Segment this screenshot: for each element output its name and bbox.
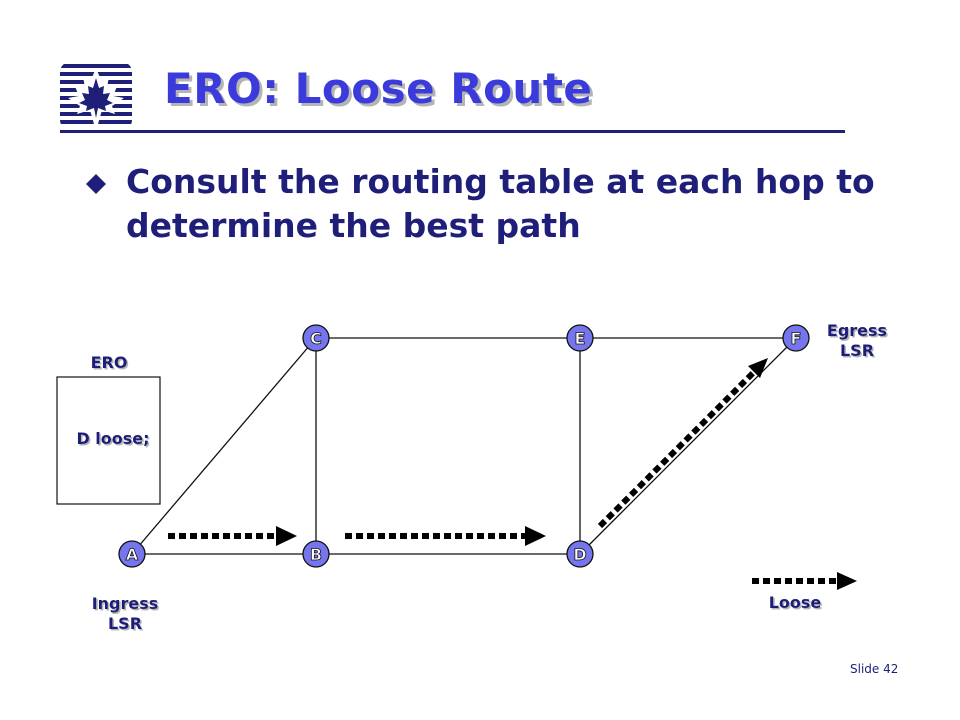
maple-leaf-logo-icon xyxy=(60,62,132,130)
slide-number: Slide 42 xyxy=(850,662,899,676)
ero-label: ERO xyxy=(91,353,128,372)
title-underline xyxy=(60,130,845,133)
node-d: D xyxy=(566,540,594,568)
node-c-label: C xyxy=(310,329,322,348)
loose-arrow-d-f xyxy=(597,369,757,529)
ingress-label-line1: Ingress xyxy=(92,594,159,613)
node-a-label: A xyxy=(126,545,139,564)
bullet-text: Consult the routing table at each hop to… xyxy=(126,162,875,245)
page-title: ERO: Loose Route xyxy=(164,64,593,113)
node-b: B xyxy=(302,540,330,568)
node-d-label: D xyxy=(573,545,586,564)
ero-entry: D loose; xyxy=(76,429,149,448)
ero-box xyxy=(56,376,161,505)
node-f-label: F xyxy=(791,329,802,348)
arrowhead-b-d xyxy=(525,526,546,546)
node-f: F xyxy=(782,324,810,352)
arrowhead-d-f xyxy=(748,358,768,378)
diamond-bullet-icon xyxy=(86,174,106,194)
node-b-label: B xyxy=(310,545,322,564)
node-c: C xyxy=(302,324,330,352)
node-e-label: E xyxy=(575,329,586,348)
egress-label-line2: LSR xyxy=(840,341,874,360)
link-a-c xyxy=(131,337,317,555)
legend-loose-label: Loose xyxy=(769,593,822,612)
node-a: A xyxy=(118,540,146,568)
arrowhead-legend xyxy=(837,572,857,590)
link-d-f xyxy=(579,337,797,555)
ingress-label-line2: LSR xyxy=(108,614,142,633)
node-e: E xyxy=(566,324,594,352)
egress-label-line1: Egress xyxy=(827,321,887,340)
arrowhead-a-b xyxy=(276,526,297,546)
